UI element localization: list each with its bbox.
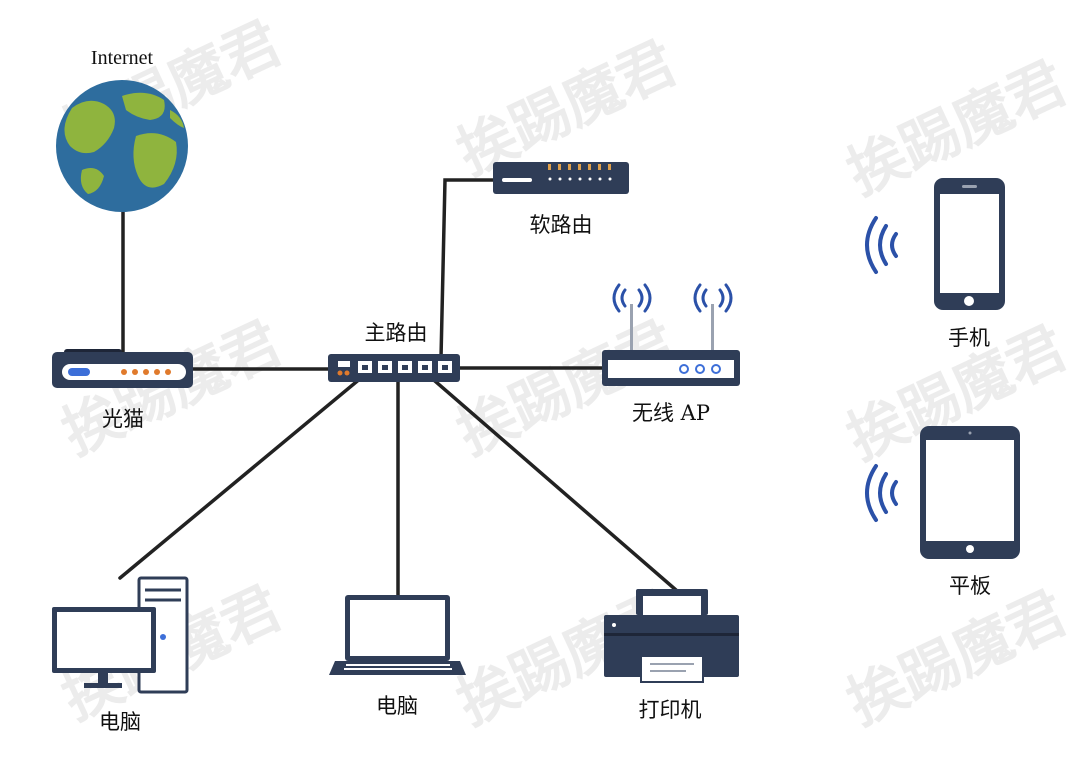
watermark: 挨踢魔君 bbox=[447, 308, 686, 468]
main-router-label: 主路由 bbox=[365, 321, 428, 345]
link-main-router-printer bbox=[426, 373, 678, 592]
wireless-ap-label: 无线 AP bbox=[632, 401, 710, 425]
optical-modem-icon bbox=[52, 349, 193, 388]
laptop-icon bbox=[329, 595, 466, 675]
wifi-signal-icon bbox=[612, 283, 733, 313]
desktop-computer-icon bbox=[52, 576, 189, 694]
internet-label: Internet bbox=[91, 47, 154, 69]
wifi-signal-icon bbox=[865, 216, 898, 274]
wifi-signal-icon bbox=[865, 464, 898, 522]
phone-label: 手机 bbox=[948, 326, 990, 350]
soft-router-icon bbox=[493, 162, 629, 194]
printer-label: 打印机 bbox=[639, 698, 702, 722]
tablet-label: 平板 bbox=[949, 574, 991, 598]
tablet-icon bbox=[920, 426, 1020, 559]
switch-router-icon bbox=[328, 354, 460, 382]
watermark: 挨踢魔君 bbox=[837, 578, 1076, 738]
laptop-label: 电脑 bbox=[376, 694, 418, 718]
wireless-ap-icon bbox=[602, 304, 740, 386]
link-main-router-soft-router bbox=[439, 178, 497, 360]
desktop-label: 电脑 bbox=[99, 710, 141, 734]
globe-icon bbox=[56, 80, 188, 212]
printer-icon bbox=[604, 589, 739, 683]
modem-label: 光猫 bbox=[102, 407, 144, 431]
connection-lines bbox=[118, 178, 678, 597]
soft-router-label: 软路由 bbox=[530, 213, 593, 237]
link-main-router-desktop bbox=[118, 371, 369, 580]
watermark-layer: 挨踢魔君 挨踢魔君 挨踢魔君 挨踢魔君 挨踢魔君 挨踢魔君 挨踢魔君 挨踢魔君 … bbox=[52, 8, 1076, 738]
smartphone-icon bbox=[934, 178, 1005, 310]
